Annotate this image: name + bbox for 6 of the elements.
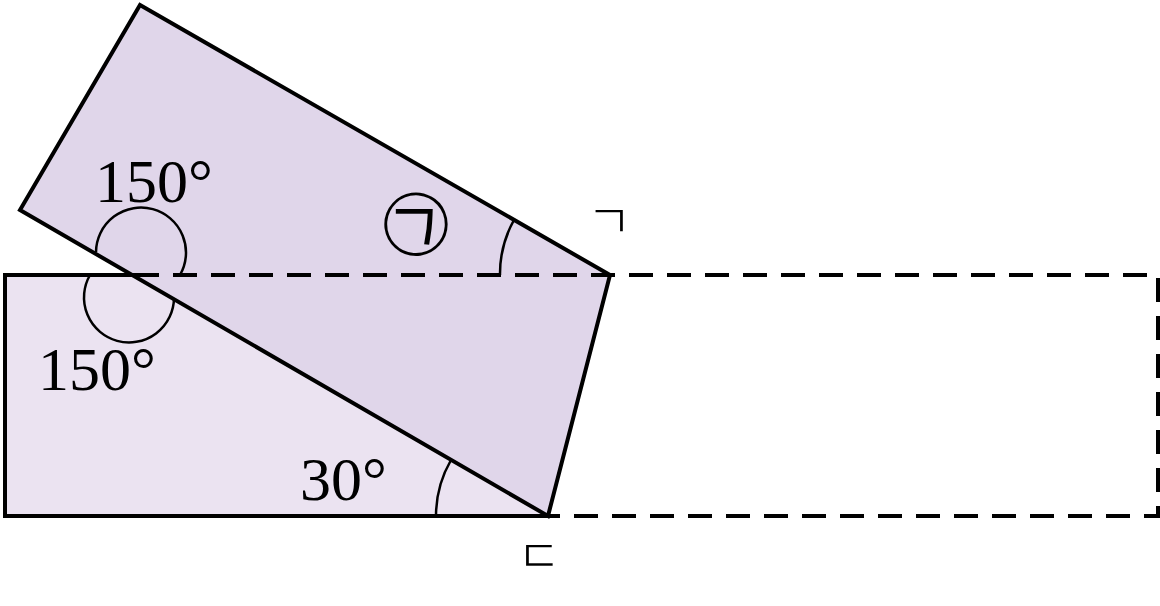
angle-label: 150° — [95, 150, 213, 212]
circled-label: ㉠ — [380, 185, 452, 257]
vertex-label: ㄱ — [588, 200, 632, 244]
angle-label: 30° — [300, 448, 387, 510]
vertex-label: ㄷ — [518, 535, 562, 579]
angle-label: 150° — [38, 338, 156, 400]
